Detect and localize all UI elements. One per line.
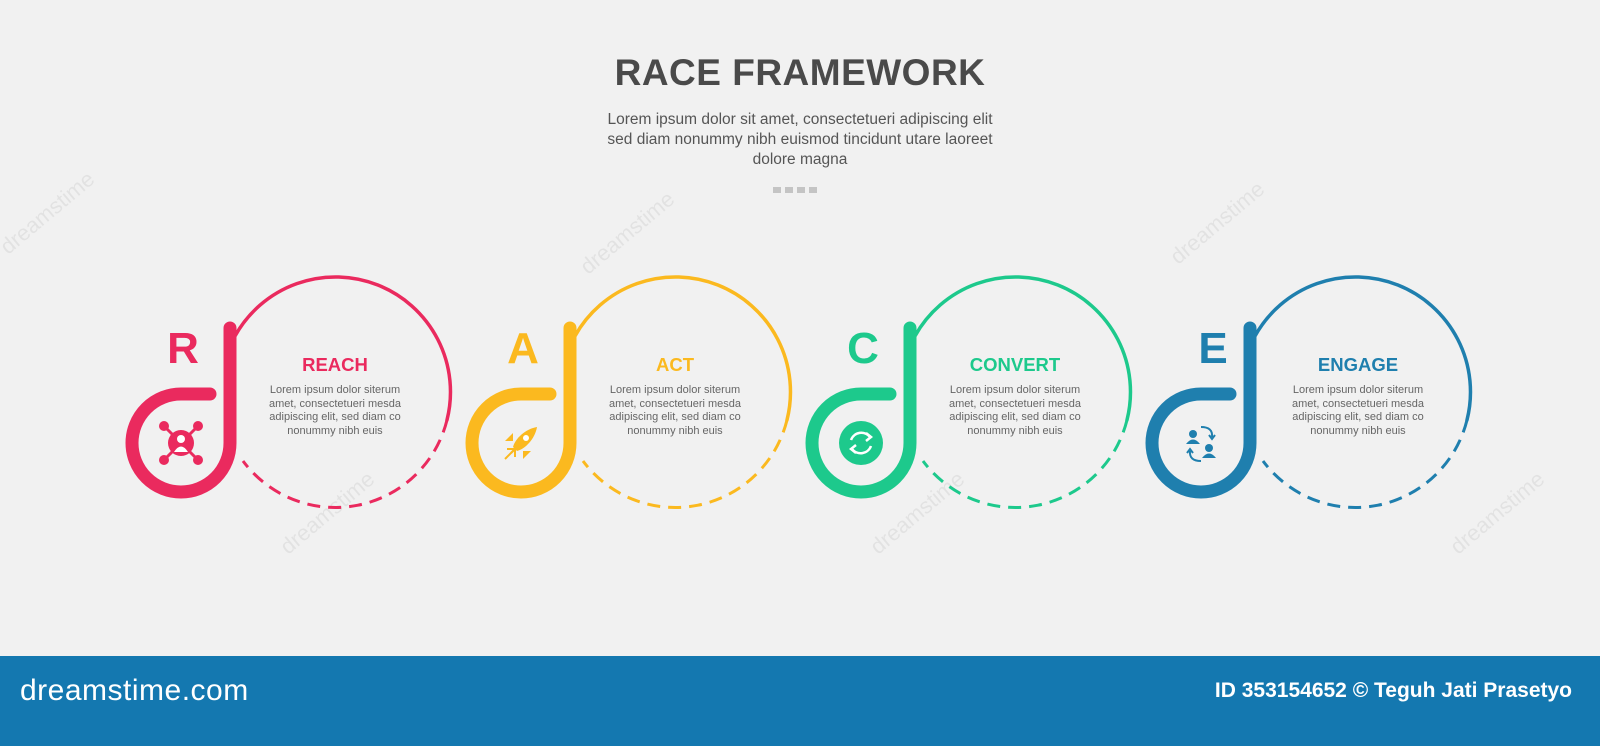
refresh-cycle-icon (839, 421, 883, 465)
people-network-icon (159, 421, 203, 465)
footer-bar: dreamstime.com ID 353154652 © Teguh Jati… (0, 656, 1600, 746)
letter-d-shape (805, 321, 917, 499)
footer-logo[interactable]: dreamstime.com (20, 674, 249, 707)
circle-arc-solid (1253, 275, 1473, 422)
step-letter: A (507, 324, 539, 373)
footer-image-id: ID 353154652 © Teguh Jati Prasetyo (1214, 679, 1572, 702)
step-description: Lorem ipsum dolor siterum amet, consecte… (268, 384, 402, 437)
circle-arc-dashed (1261, 419, 1469, 509)
step-title: CONVERT (969, 354, 1061, 375)
step-description: Lorem ipsum dolor siterum amet, consecte… (608, 384, 742, 437)
page-title: RACE FRAMEWORK (614, 52, 986, 93)
letter-d-shape (465, 321, 577, 499)
circle-arc-solid (913, 275, 1133, 422)
race-diagram: R REACH Lorem ipsum dolor siterum amet, … (125, 275, 1473, 509)
letter-d-shape (1145, 321, 1257, 499)
divider-dots (773, 187, 817, 193)
step-shape (125, 275, 453, 509)
page-subtitle: Lorem ipsum dolor sit amet, consectetuer… (607, 111, 993, 168)
step-shape (1145, 275, 1473, 509)
user-exchange-icon (1186, 426, 1216, 462)
circle-arc-solid (573, 275, 793, 422)
circle-arc-dashed (581, 419, 789, 509)
step-description: Lorem ipsum dolor siterum amet, consecte… (1291, 384, 1425, 437)
circle-arc-solid (233, 275, 453, 422)
step-title: ACT (655, 354, 695, 375)
step-letter: E (1198, 324, 1228, 373)
step-letter: C (847, 324, 879, 373)
step-shape (805, 275, 1133, 509)
circle-arc-dashed (241, 419, 449, 509)
step-title: REACH (302, 354, 368, 375)
circle-arc-dashed (921, 419, 1129, 509)
step-title: ENGAGE (1317, 354, 1399, 375)
step-shape (465, 275, 793, 509)
step-letter: R (167, 324, 199, 373)
step-description: Lorem ipsum dolor siterum amet, consecte… (948, 384, 1082, 437)
rocket-icon (504, 427, 537, 460)
letter-d-shape (125, 321, 237, 499)
